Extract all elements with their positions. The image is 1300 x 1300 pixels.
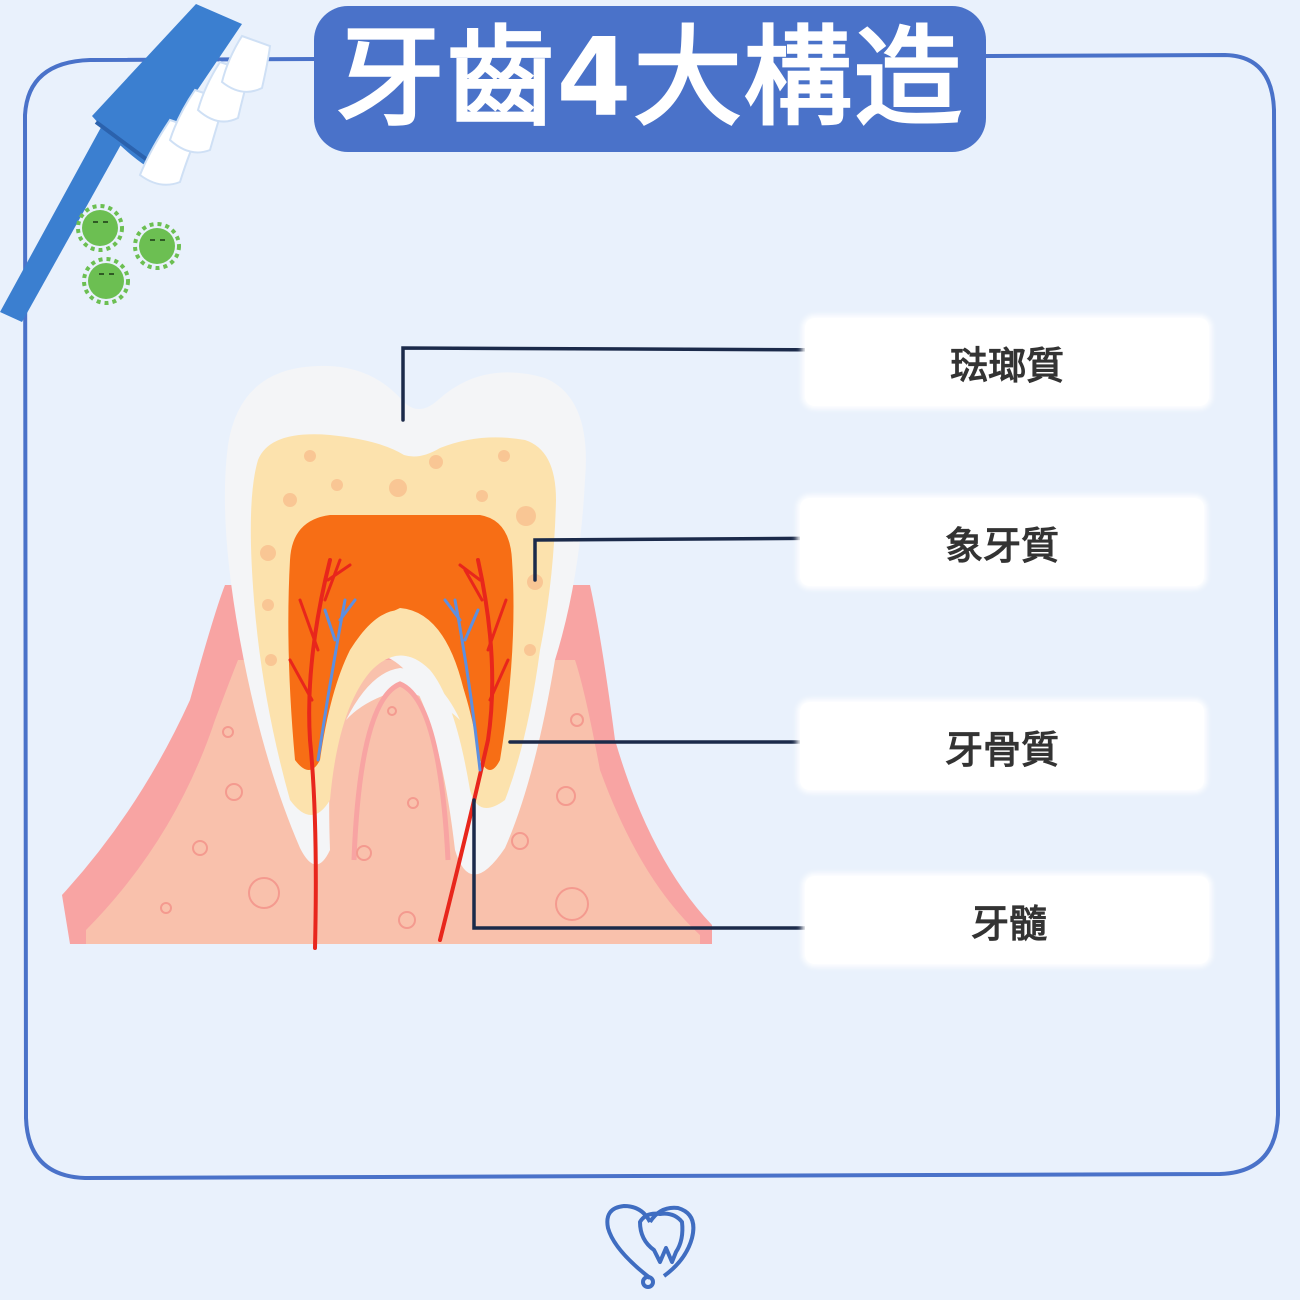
tooth-heart-logo-icon: [605, 1204, 696, 1289]
tooth-diagram: [62, 365, 712, 950]
title-banner: 牙齒4大構造: [314, 6, 986, 152]
leader-enamel: [401, 346, 858, 422]
label-dentin: 象牙質: [944, 523, 1059, 568]
dentin-dots: [260, 450, 543, 666]
label-box-dentin: 象牙質: [800, 498, 1204, 586]
label-box-pulp: 牙髓: [805, 876, 1209, 964]
page-frame: [23, 53, 1280, 1180]
label-cementum: 牙骨質: [944, 727, 1059, 772]
leader-lines: [401, 346, 870, 930]
bone-pores: [160, 706, 589, 929]
label-pulp: 牙髓: [971, 901, 1048, 946]
blood-vessels: [288, 558, 510, 950]
toothbrush-icon: [0, 4, 272, 322]
leader-pulp: [472, 798, 870, 930]
label-box-cementum: 牙骨質: [800, 702, 1204, 790]
label-box-enamel: 琺瑯質: [805, 318, 1209, 406]
leader-dentin: [533, 536, 858, 582]
page-title: 牙齒4大構造: [336, 16, 964, 141]
germ-icon: [76, 204, 181, 305]
pulp: [288, 515, 514, 770]
label-enamel: 琺瑯質: [949, 343, 1064, 388]
